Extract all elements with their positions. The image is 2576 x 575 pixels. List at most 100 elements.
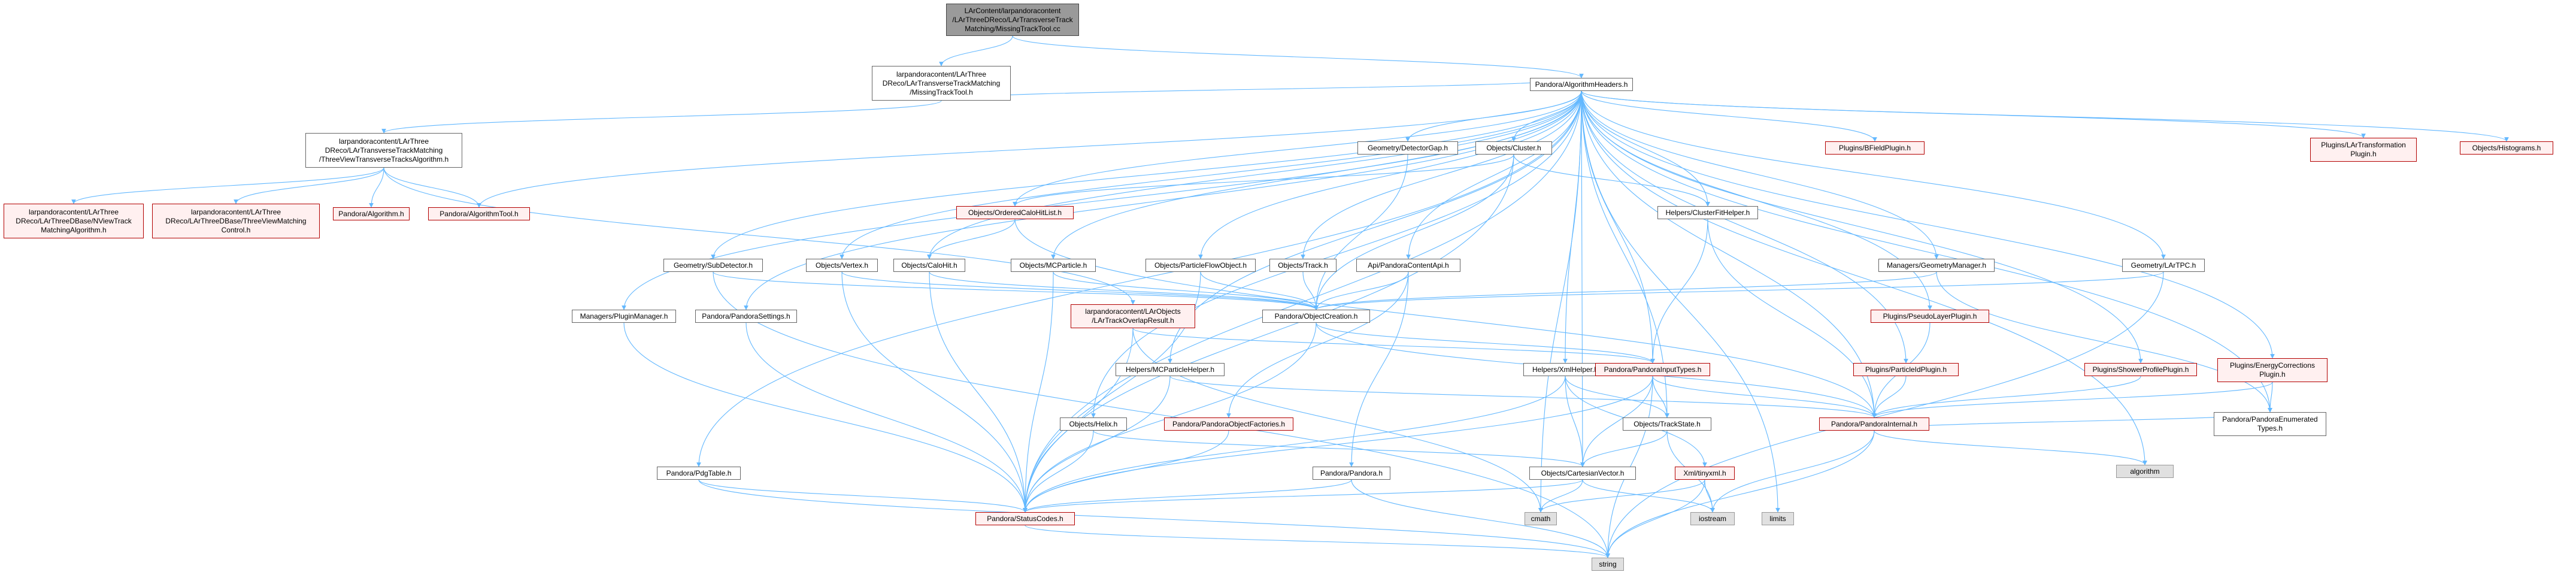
node-algorithm-std[interactable]: algorithm — [2116, 465, 2174, 478]
edge-alg-headers-to-obj-vertex — [840, 90, 1582, 259]
edge-obj-vertex-to-status-codes — [841, 271, 1028, 513]
node-pandora-h[interactable]: Pandora/Pandora.h — [1313, 467, 1390, 480]
edge-three-view-to-overlap-result — [383, 167, 1135, 305]
node-histograms[interactable]: Objects/Histograms.h — [2460, 141, 2553, 155]
edge-lar-tpc-to-string — [1605, 271, 2164, 558]
node-pandora-settings[interactable]: Pandora/PandoraSettings.h — [695, 310, 797, 323]
node-object-creation[interactable]: Pandora/ObjectCreation.h — [1262, 310, 1370, 323]
edge-alg-headers-to-cluster-fit — [1581, 90, 1710, 207]
node-geo-gap[interactable]: Geometry/DetectorGap.h — [1357, 141, 1458, 155]
edge-alg-headers-to-obj-calohit — [927, 90, 1582, 259]
node-obj-cluster[interactable]: Objects/Cluster.h — [1475, 141, 1552, 155]
node-input-types[interactable]: Pandora/PandoraInputTypes.h — [1595, 363, 1710, 376]
edge-cluster-fit-to-input-types — [1650, 219, 1708, 364]
edge-alg-headers-to-obj-mcparticle — [1051, 90, 1582, 259]
node-obj-mcparticle[interactable]: Objects/MCParticle.h — [1011, 259, 1096, 272]
edge-alg-headers-to-pandora-internal — [1581, 90, 1877, 418]
edge-xml-helper-to-cart-vector — [1565, 376, 1585, 467]
edge-input-types-to-cart-vector — [1580, 376, 1653, 467]
edge-obj-track-to-object-creation — [1302, 271, 1319, 310]
node-obj-calohit[interactable]: Objects/CaloHit.h — [893, 259, 965, 272]
node-shower-profile[interactable]: Plugins/ShowerProfilePlugin.h — [2084, 363, 2197, 376]
edge-status-codes-to-string — [1025, 525, 1610, 558]
node-mc-helper[interactable]: Helpers/MCParticleHelper.h — [1116, 363, 1225, 376]
edge-alg-headers-to-energy-corr — [1581, 90, 2275, 359]
node-cart-vector[interactable]: Objects/CartesianVector.h — [1529, 467, 1636, 480]
node-limits[interactable]: limits — [1762, 512, 1794, 525]
node-bfield[interactable]: Plugins/BFieldPlugin.h — [1825, 141, 1925, 155]
edge-alg-headers-to-ordered-calo — [1013, 90, 1582, 207]
edge-alg-headers-to-geo-manager — [1581, 90, 1939, 259]
edge-obj-cluster-to-object-creation — [1314, 154, 1514, 310]
node-algorithm-tool[interactable]: Pandora/AlgorithmTool.h — [428, 207, 530, 220]
edge-alg-headers-to-track-state — [1581, 90, 1669, 418]
node-geo-manager[interactable]: Managers/GeometryManager.h — [1878, 259, 1995, 272]
edge-ordered-calo-to-obj-calohit — [927, 219, 1016, 259]
edge-obj-helix-to-cart-vector — [1093, 430, 1585, 467]
edge-missing-h-to-three-view — [381, 100, 942, 134]
edge-cart-vector-to-cmath — [1538, 479, 1583, 513]
node-obj-pfo[interactable]: Objects/ParticleFlowObject.h — [1145, 259, 1256, 272]
node-three-view[interactable]: larpandoracontent/LArThree DReco/LArTran… — [305, 133, 462, 168]
node-obj-vertex[interactable]: Objects/Vertex.h — [806, 259, 878, 272]
node-three-view-ctrl[interactable]: larpandoracontent/LArThree DReco/LArThre… — [152, 204, 320, 238]
edge-xml-helper-to-status-codes — [1023, 376, 1566, 513]
node-pseudo-layer[interactable]: Plugins/PseudoLayerPlugin.h — [1871, 310, 1989, 323]
node-overlap-result[interactable]: larpandoracontent/LArObjects /LArTrackOv… — [1071, 304, 1195, 328]
node-api-content[interactable]: Api/PandoraContentApi.h — [1356, 259, 1460, 272]
edge-pandora-internal-to-iostream — [1710, 430, 1875, 513]
node-alg-headers[interactable]: Pandora/AlgorithmHeaders.h — [1530, 78, 1633, 91]
edge-alg-headers-to-pandora-settings — [744, 90, 1582, 310]
edge-tinyxml-to-string — [1605, 479, 1705, 558]
edge-track-state-to-cart-vector — [1580, 430, 1668, 467]
node-missing-h[interactable]: larpandoracontent/LArThree DReco/LArTran… — [872, 66, 1011, 101]
edge-pandora-internal-to-string — [1605, 430, 1875, 558]
edge-cart-vector-to-status-codes — [1023, 479, 1583, 513]
edge-particle-id-to-pandora-internal — [1872, 376, 1907, 418]
node-iostream[interactable]: iostream — [1690, 512, 1735, 525]
node-lar-transf[interactable]: Plugins/LArTransformation Plugin.h — [2310, 138, 2417, 162]
node-particle-id[interactable]: Plugins/ParticleIdPlugin.h — [1853, 363, 1959, 376]
node-obj-track[interactable]: Objects/Track.h — [1269, 259, 1337, 272]
edge-mc-helper-to-pandora-internal — [1169, 376, 1877, 418]
node-obj-factories[interactable]: Pandora/PandoraObjectFactories.h — [1164, 417, 1293, 431]
node-plugin-manager[interactable]: Managers/PluginManager.h — [572, 310, 676, 323]
edge-obj-calohit-to-object-creation — [929, 271, 1319, 310]
node-status-codes[interactable]: Pandora/StatusCodes.h — [975, 512, 1075, 525]
edge-three-view-to-three-view-ctrl — [234, 167, 384, 204]
node-lar-tpc[interactable]: Geometry/LArTPC.h — [2122, 259, 2205, 272]
edge-pandora-h-to-string — [1351, 479, 1610, 558]
node-string[interactable]: string — [1592, 558, 1624, 571]
edge-obj-mcparticle-to-object-creation — [1053, 271, 1319, 310]
node-energy-corr[interactable]: Plugins/EnergyCorrections Plugin.h — [2217, 358, 2328, 382]
node-cluster-fit[interactable]: Helpers/ClusterFitHelper.h — [1657, 206, 1758, 219]
node-cmath[interactable]: cmath — [1525, 512, 1557, 525]
edge-root-to-alg-headers — [1012, 35, 1584, 78]
edge-xml-helper-to-track-state — [1565, 376, 1669, 418]
edge-api-content-to-object-creation — [1314, 271, 1409, 310]
node-xml-helper[interactable]: Helpers/XmlHelper.h — [1523, 363, 1607, 376]
node-obj-helix[interactable]: Objects/Helix.h — [1060, 417, 1127, 431]
edge-three-view-to-algorithm-tool — [383, 167, 481, 208]
node-sub-detector[interactable]: Geometry/SubDetector.h — [663, 259, 763, 272]
node-ordered-calo[interactable]: Objects/OrderedCaloHitList.h — [956, 206, 1074, 219]
node-root[interactable]: LArContent/larpandoracontent /LArThreeDR… — [946, 4, 1079, 36]
node-track-state[interactable]: Objects/TrackState.h — [1623, 417, 1711, 431]
node-pandora-internal[interactable]: Pandora/PandoraInternal.h — [1819, 417, 1929, 431]
edge-alg-headers-to-limits — [1581, 90, 1780, 513]
node-pdg-table[interactable]: Pandora/PdgTable.h — [657, 467, 741, 480]
node-tinyxml[interactable]: Xml/tinyxml.h — [1675, 467, 1735, 480]
edge-cart-vector-to-iostream — [1582, 479, 1715, 513]
edge-alg-headers-to-algorithm-std — [1581, 90, 2147, 465]
edge-alg-headers-to-sub-detector — [711, 90, 1582, 259]
node-enumerated[interactable]: Pandora/PandoraEnumerated Types.h — [2214, 412, 2326, 436]
node-algorithm-h[interactable]: Pandora/Algorithm.h — [333, 207, 410, 220]
edge-pdg-table-to-string — [698, 479, 1610, 558]
edge-shower-profile-to-pandora-internal — [1872, 376, 2141, 418]
node-nview[interactable]: larpandoracontent/LArThree DReco/LArThre… — [4, 204, 144, 238]
edge-three-view-to-nview — [71, 167, 384, 204]
edge-input-types-to-pandora-internal — [1652, 376, 1877, 418]
edge-input-types-to-track-state — [1652, 376, 1669, 418]
edge-pdg-table-to-status-codes — [698, 479, 1028, 513]
